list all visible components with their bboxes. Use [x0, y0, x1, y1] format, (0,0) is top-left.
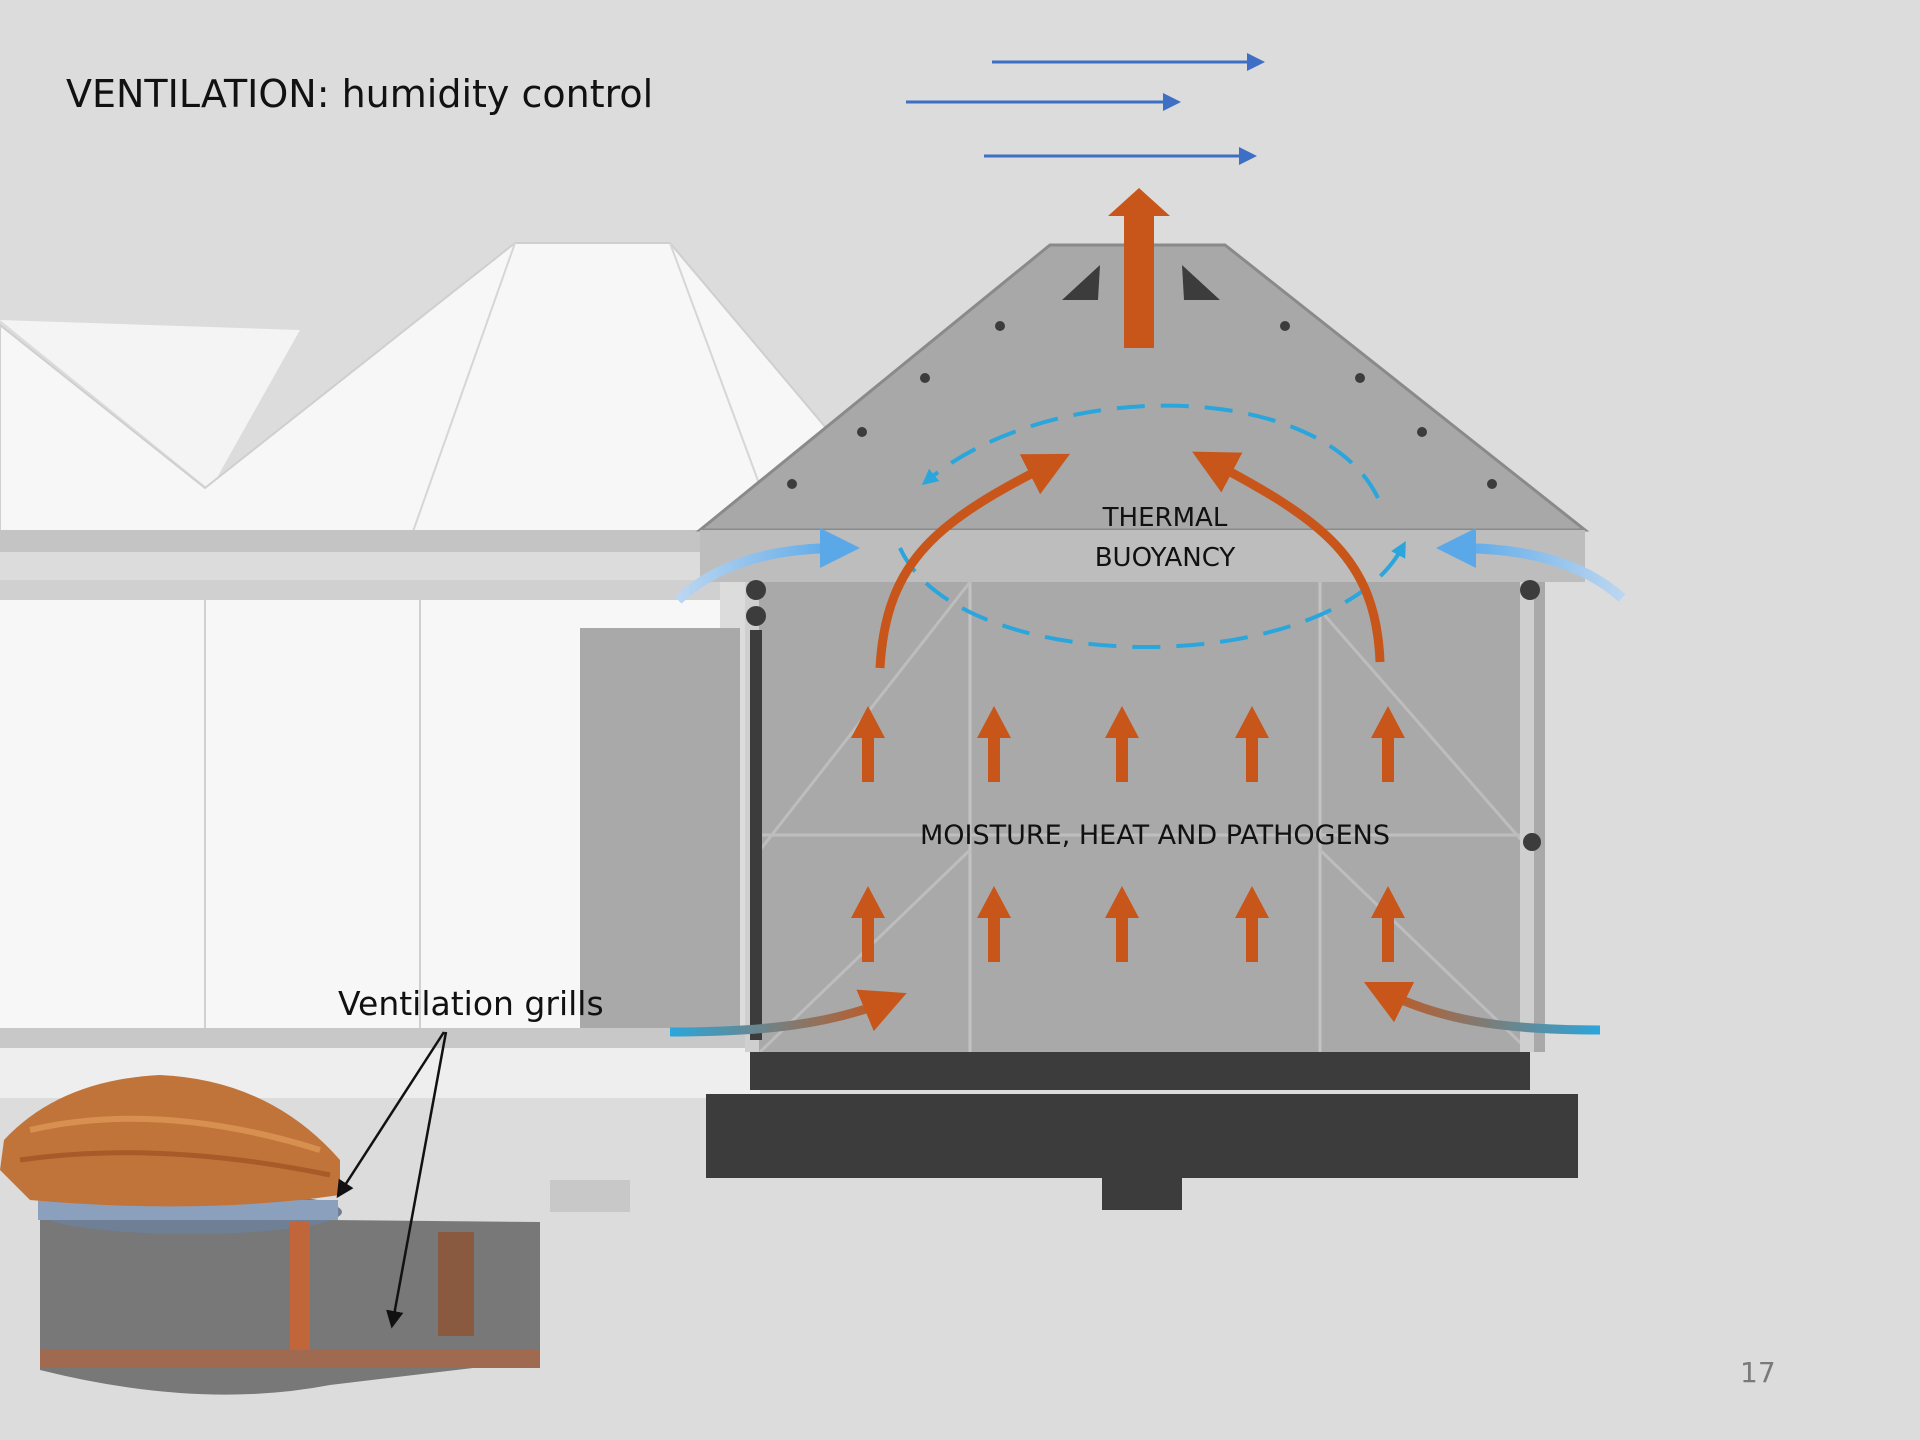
ventilation-grills-label: Ventilation grills [338, 984, 604, 1023]
buoyancy-arrow-left [875, 453, 1071, 669]
rising-arrow [851, 886, 885, 962]
floor-inlet-arrow-right [1363, 981, 1601, 1035]
eave-inlet-arrow-left [674, 528, 860, 604]
rising-arrow [851, 706, 885, 782]
thermal-label-line2: BUOYANCY [1094, 543, 1236, 573]
wind-arrows [906, 53, 1265, 165]
moisture-label: MOISTURE, HEAT AND PATHOGENS [919, 820, 1391, 851]
grill-pointer-arrow [336, 1031, 446, 1199]
page-number: 17 [1740, 1356, 1776, 1389]
convection-loop [898, 403, 1406, 649]
eave-inlet-arrow-right [1436, 528, 1626, 602]
hut-section [695, 243, 1590, 1210]
rising-arrows [851, 706, 1405, 962]
rising-arrow [977, 706, 1011, 782]
buoyancy-arrow-right [1192, 451, 1385, 663]
clay-hut-model [0, 1075, 540, 1395]
grill-pointers [336, 1031, 448, 1329]
rising-arrow [1371, 886, 1405, 962]
buoyancy-arrows [875, 451, 1385, 669]
rising-arrow [1235, 886, 1269, 962]
floor-inlet-arrows [669, 981, 1601, 1037]
slide-title: VENTILATION: humidity control [66, 72, 654, 116]
thermal-buoyancy-label: THERMAL BUOYANCY [1040, 498, 1290, 578]
rising-arrow [977, 886, 1011, 962]
rising-arrow [1105, 706, 1139, 782]
rising-arrow [1371, 706, 1405, 782]
background-shelters [0, 242, 871, 1212]
floor-inlet-arrow-left [669, 989, 907, 1037]
rising-arrow [1235, 706, 1269, 782]
thermal-label-line1: THERMAL [1102, 503, 1228, 533]
eave-inlet-arrows [674, 528, 1626, 604]
rising-arrow [1105, 886, 1139, 962]
grill-pointer-arrow [386, 1031, 448, 1329]
exhaust-arrow [1108, 188, 1170, 348]
